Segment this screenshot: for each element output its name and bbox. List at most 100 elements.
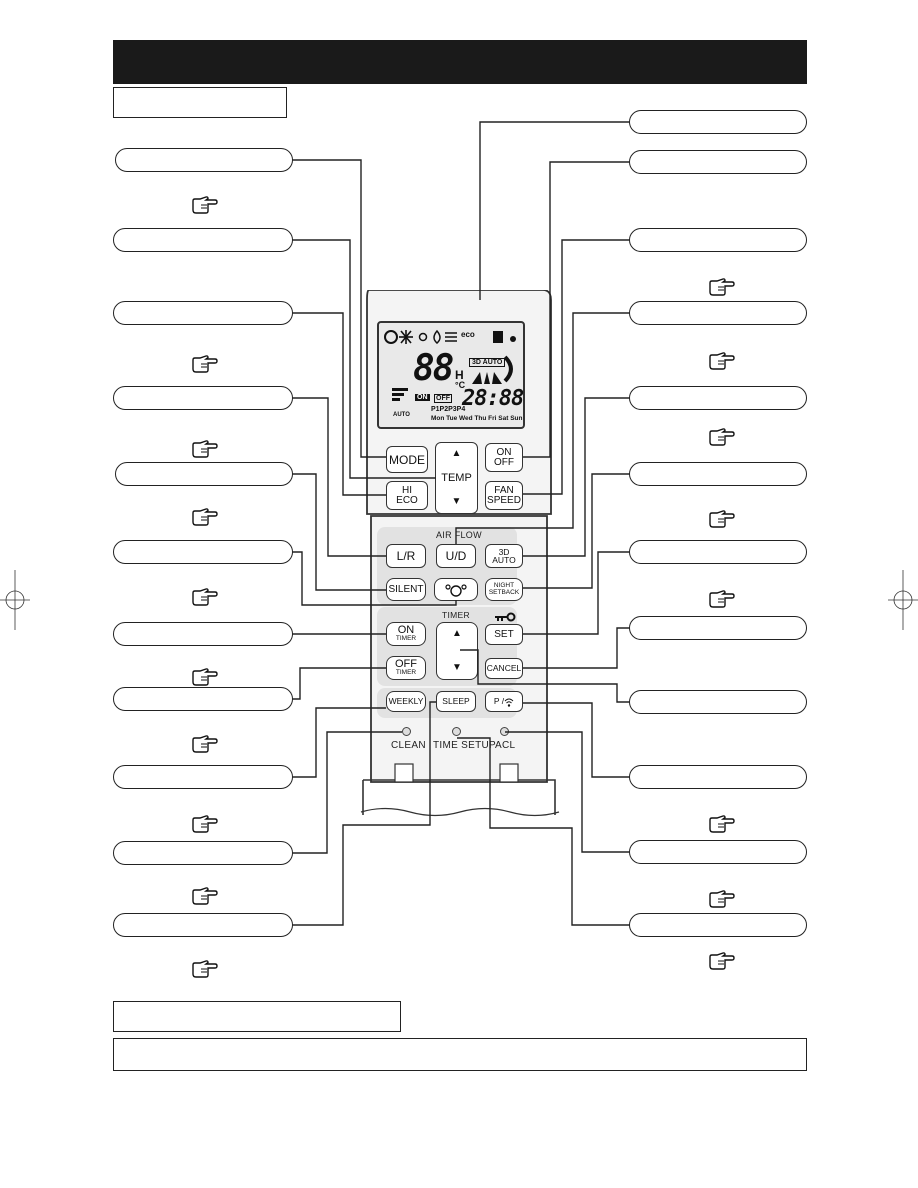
fan-speed-line2: SPEED: [487, 494, 521, 506]
pointing-hand-icon: [192, 355, 218, 373]
lcd-temp-digits: 88: [413, 348, 454, 389]
registration-mark-right: [888, 570, 918, 630]
callout-pill-right-1: [629, 110, 807, 134]
callout-pill-left-9: [113, 765, 293, 789]
off-timer-button[interactable]: OFF TIMER: [386, 656, 426, 680]
fan-speed-line1: FAN: [494, 484, 514, 496]
sub-section-box: [113, 1001, 401, 1032]
3d-auto-button[interactable]: 3D AUTO: [485, 544, 523, 568]
set-label: SET: [494, 628, 514, 640]
pointing-hand-icon: [709, 952, 735, 970]
lcd-temp-unit-c: °C: [455, 380, 466, 390]
on-timer-line1: ON: [397, 624, 415, 637]
silent-button[interactable]: SILENT: [386, 578, 426, 601]
pointing-hand-icon: [709, 815, 735, 833]
lcd-clock: 28:88: [462, 386, 524, 411]
callout-pill-right-9: [629, 690, 807, 714]
pointing-hand-icon: [192, 440, 218, 458]
on-timer-line2: TIMER: [395, 635, 417, 643]
lcd-on-label: ON: [415, 394, 430, 401]
clean-led: [402, 727, 411, 736]
lcd-fan-auto: AUTO: [393, 412, 410, 418]
lcd-icons-row: [384, 329, 516, 344]
pointing-hand-icon: [709, 352, 735, 370]
pointing-hand-icon: [192, 196, 218, 214]
lcd-days: Mon Tue Wed Thu Fri Sat Sun: [431, 415, 523, 422]
air-flow-label: AIR FLOW: [436, 530, 482, 540]
note-box: [113, 1038, 807, 1071]
lcd-programs: P1P2P3P4: [431, 406, 466, 413]
pointing-hand-icon: [192, 588, 218, 606]
lcd-temp-unit-h: H: [455, 368, 464, 382]
callout-pill-left-2: [113, 228, 293, 252]
on-off-button[interactable]: ON OFF: [485, 443, 523, 472]
night-setback-button[interactable]: NIGHT SETBACK: [485, 578, 523, 601]
pointing-hand-icon: [709, 510, 735, 528]
callout-pill-right-4: [629, 301, 807, 325]
ud-label: U/D: [445, 549, 467, 563]
cancel-button[interactable]: CANCEL: [485, 658, 523, 679]
fan-speed-button[interactable]: FAN SPEED: [485, 481, 523, 510]
human-sensor-icon: [445, 583, 467, 597]
lr-button[interactable]: L/R: [386, 544, 426, 568]
hi-eco-line2: ECO: [396, 494, 418, 506]
callout-pill-right-8: [629, 616, 807, 640]
section-title-box: [113, 87, 287, 118]
pointing-hand-icon: [192, 887, 218, 905]
lcd-airflow-icon: [472, 372, 502, 384]
lcd-3d-auto: 3D AUTO: [469, 358, 506, 367]
p-signal-label: P /: [493, 696, 505, 707]
time-setup-led: [452, 727, 461, 736]
callout-pill-right-10: [629, 765, 807, 789]
acl-label: ACL: [495, 740, 516, 751]
pointing-hand-icon: [192, 735, 218, 753]
callout-pill-right-12: [629, 913, 807, 937]
hi-eco-button[interactable]: HI ECO: [386, 481, 428, 510]
key-lock-icon: [495, 612, 516, 622]
callout-pill-left-5: [115, 462, 293, 486]
pointing-hand-icon: [709, 890, 735, 908]
silent-label: SILENT: [388, 583, 424, 595]
on-off-line1: ON: [496, 446, 512, 458]
callout-pill-left-4: [113, 386, 293, 410]
weekly-button[interactable]: WEEKLY: [386, 691, 426, 712]
callout-pill-right-6: [629, 462, 807, 486]
ud-button[interactable]: U/D: [436, 544, 476, 568]
cancel-label: CANCEL: [486, 663, 522, 674]
callout-pill-right-5: [629, 386, 807, 410]
timer-down-arrow-icon: ▼: [452, 662, 462, 673]
pointing-hand-icon: [192, 668, 218, 686]
callout-pill-left-1: [115, 148, 293, 172]
temp-up-arrow-icon: ▲: [451, 448, 462, 459]
clean-label: CLEAN: [391, 740, 426, 751]
pointing-hand-icon: [709, 590, 735, 608]
mode-button-label: MODE: [389, 452, 425, 467]
callout-pill-left-8: [113, 687, 293, 711]
lr-label: L/R: [396, 549, 416, 563]
callout-pill-left-10: [113, 841, 293, 865]
signal-icon: [504, 698, 514, 707]
callout-pill-left-6: [113, 540, 293, 564]
timer-label: TIMER: [442, 610, 470, 620]
on-timer-button[interactable]: ON TIMER: [386, 622, 426, 646]
pointing-hand-icon: [192, 815, 218, 833]
lcd-off-label: OFF: [434, 394, 452, 403]
timer-up-arrow-icon: ▲: [452, 628, 462, 639]
callout-pill-right-2: [629, 150, 807, 174]
pointing-hand-icon: [709, 428, 735, 446]
p-signal-button[interactable]: P /: [485, 691, 523, 712]
sleep-button[interactable]: SLEEP: [436, 691, 476, 712]
set-button[interactable]: SET: [485, 624, 523, 645]
header-bar: [113, 40, 807, 84]
night-setback-line1: NIGHT: [493, 582, 515, 589]
callout-pill-right-7: [629, 540, 807, 564]
pointing-hand-icon: [192, 960, 218, 978]
night-setback-line2: SETBACK: [488, 588, 520, 596]
temp-label: TEMP: [441, 471, 472, 484]
pointing-hand-icon: [192, 508, 218, 526]
mode-button[interactable]: MODE: [386, 446, 428, 473]
sleep-label: SLEEP: [442, 696, 470, 707]
off-timer-line1: OFF: [395, 658, 417, 671]
callout-pill-left-3: [113, 301, 293, 325]
